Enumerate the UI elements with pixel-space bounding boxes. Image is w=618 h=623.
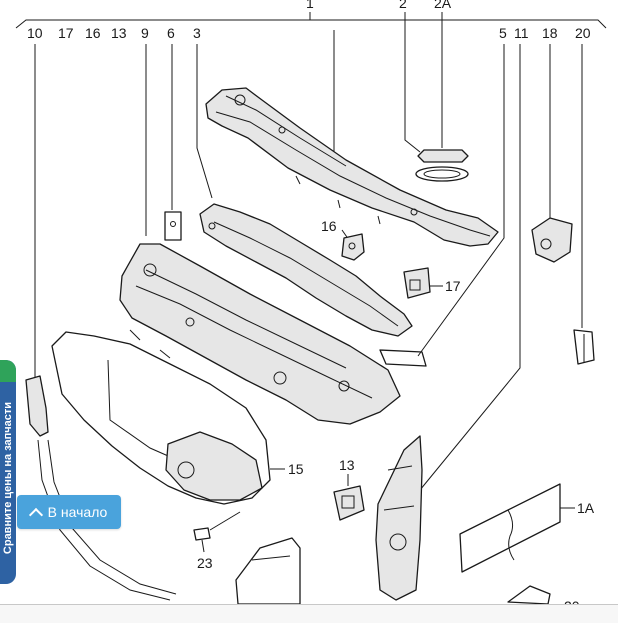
callout-6[interactable]: 6 (167, 25, 175, 41)
part-2a-cover[interactable] (417, 149, 469, 163)
side-tab-label: Сравните цены на запчасти (2, 401, 14, 555)
callout-10[interactable]: 10 (27, 25, 43, 41)
part-13-bracket[interactable] (333, 485, 365, 521)
part-1a-sheet[interactable] (459, 483, 561, 573)
callout-5[interactable]: 5 (499, 25, 507, 41)
callout-23[interactable]: 23 (197, 555, 213, 571)
part-15-insulation[interactable] (37, 331, 271, 601)
part-5-strip[interactable] (379, 349, 427, 367)
callout-11[interactable]: 11 (514, 25, 529, 41)
bottom-scroll-bar (0, 604, 618, 623)
callout-1[interactable]: 1 (306, 0, 314, 11)
part-3-seal[interactable] (199, 203, 413, 337)
part-23-bolt[interactable] (193, 511, 241, 553)
callout-9[interactable]: 9 (141, 25, 149, 41)
back-to-top-label: В начало (47, 504, 108, 520)
callout-2a[interactable]: 2A (434, 0, 452, 11)
group-bracket (15, 12, 607, 29)
part-10-trim[interactable] (25, 375, 49, 437)
callout-3[interactable]: 3 (193, 25, 201, 41)
part-16-clip[interactable] (341, 233, 365, 261)
callout-16-top[interactable]: 16 (85, 25, 101, 41)
part-lower-member[interactable] (235, 537, 301, 605)
part-20-clip[interactable] (573, 329, 595, 365)
side-feedback-tab[interactable]: Сравните цены на запчасти (0, 360, 16, 584)
callout-17[interactable]: 17 (445, 278, 461, 294)
chevron-up-icon (28, 507, 43, 522)
part-1-cowl-panel[interactable] (205, 87, 499, 247)
callout-1a[interactable]: 1A (577, 500, 595, 516)
callout-18[interactable]: 18 (542, 25, 558, 41)
back-to-top-button[interactable]: В начало (17, 495, 121, 529)
part-11-pillar[interactable] (375, 435, 423, 601)
callout-13[interactable]: 13 (339, 457, 355, 473)
part-18-bracket[interactable] (531, 217, 573, 263)
part-lower-right[interactable] (507, 585, 551, 605)
part-17-clip[interactable] (403, 267, 431, 299)
callout-2[interactable]: 2 (399, 0, 407, 11)
callout-15[interactable]: 15 (288, 461, 304, 477)
part-6-bracket[interactable] (164, 211, 182, 241)
callout-16[interactable]: 16 (321, 218, 337, 234)
side-tab-accent (0, 360, 16, 382)
callout-13-top[interactable]: 13 (111, 25, 127, 41)
part-2-plug[interactable] (415, 166, 469, 182)
callout-20[interactable]: 20 (575, 25, 591, 41)
part-9-lower-cowl[interactable] (119, 243, 401, 425)
callout-17-top[interactable]: 17 (58, 25, 74, 41)
leader-lines (34, 12, 583, 509)
